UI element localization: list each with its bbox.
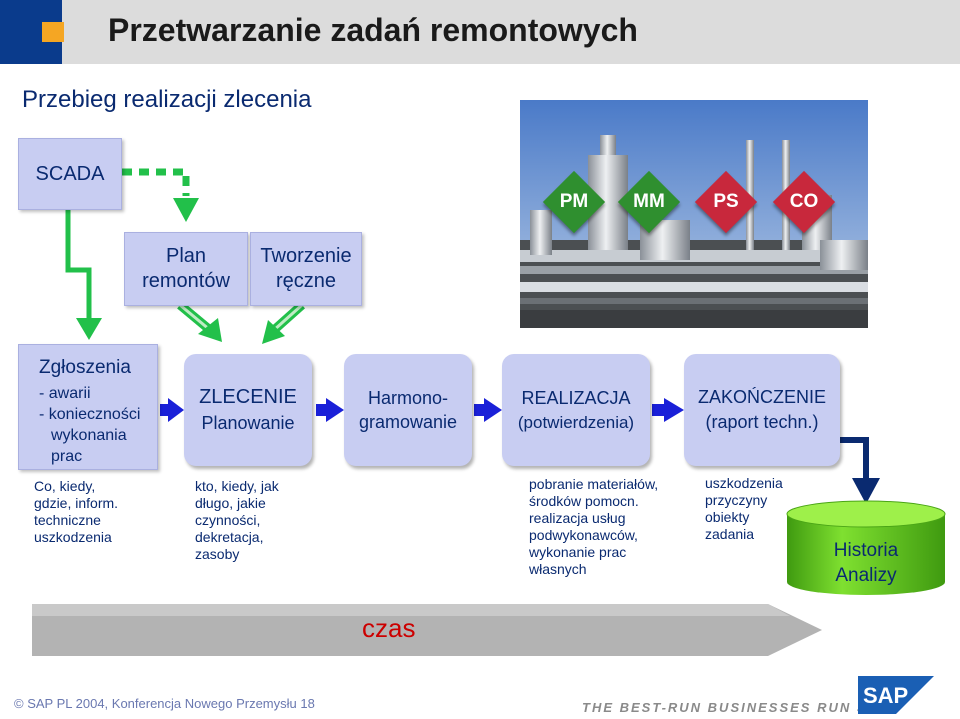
harmono-line-2: gramowanie [358, 411, 458, 432]
scada-arrowhead [76, 318, 102, 340]
zlecenie-sub: Planowanie [201, 413, 295, 433]
zlecenie-notes: kto, kiedy, jak długo, jakie czynności, … [195, 478, 279, 563]
diagram-subtitle: Przebieg realizacji zlecenia [22, 86, 312, 113]
note-line: realizacja usług [529, 510, 626, 526]
note-line: pobranie materiałów, [529, 476, 659, 492]
scada-box: SCADA [18, 138, 122, 210]
page-title: Przetwarzanie zadań remontowych [108, 12, 638, 48]
note-line: dekretacja, [195, 529, 264, 545]
note-line: długo, jakie [195, 495, 266, 511]
realizacja-sub: (potwierdzenia) [517, 412, 635, 432]
flow-arrow-1 [160, 398, 184, 422]
realizacja-title: REALIZACJA [521, 387, 631, 408]
zakonczenie-box: ZAKOŃCZENIE (raport techn.) [684, 354, 840, 466]
module-pm-label: PM [559, 191, 589, 212]
timeline-arrow [32, 604, 822, 656]
flow-arrow-3 [474, 398, 502, 422]
note-line: zasoby [195, 546, 240, 562]
plan-arrowhead [173, 198, 199, 222]
plan-line-1: Plan [165, 245, 207, 267]
historia-line-1: Historia [833, 540, 899, 561]
zlecenie-title: ZLECENIE [199, 386, 297, 408]
tworzenie-reczne-box: Tworzenie ręczne [250, 232, 362, 306]
note-line: zadania [705, 526, 755, 542]
note-line: podwykonawców, [529, 527, 638, 543]
timeline-label: czas [362, 613, 416, 643]
scada-to-plan-dashed-arrow [122, 168, 190, 196]
sap-logo-text: SAP [863, 683, 908, 708]
zakonczenie-title: ZAKOŃCZENIE [697, 387, 826, 407]
zlecenie-box: ZLECENIE Planowanie [184, 354, 312, 466]
footer-slogan: THE BEST-RUN BUSINESSES RUN SAP [582, 700, 890, 715]
historia-database: Historia Analizy [785, 500, 947, 598]
flow-arrow-4 [652, 398, 684, 422]
scada-to-zgloszenia-arrow [65, 210, 92, 318]
note-line: środków pomocn. [529, 493, 639, 509]
module-mm-label: MM [633, 191, 665, 212]
module-pm-icon: PM [542, 170, 606, 234]
tworzenie-line-2: ręczne [275, 270, 337, 292]
note-line: techniczne [34, 512, 101, 528]
module-mm-icon: MM [617, 170, 681, 234]
note-line: gdzie, inform. [34, 495, 119, 511]
realizacja-notes: pobranie materiałów, środków pomocn. rea… [529, 476, 658, 578]
plan-line-2: remontów [142, 270, 230, 292]
note-line: kto, kiedy, jak [195, 478, 279, 494]
flow-arrow-2 [316, 398, 344, 422]
zakonczenie-sub: (raport techn.) [705, 412, 819, 432]
harmono-line-1: Harmono- [367, 387, 449, 408]
note-line: wykonanie prac [529, 544, 627, 560]
footer-copyright: © SAP PL 2004, Konferencja Nowego Przemy… [14, 696, 315, 711]
note-line: Co, kiedy, [34, 478, 96, 494]
zgloszenia-title: Zgłoszenia [39, 357, 131, 378]
module-co-icon: CO [772, 170, 836, 234]
footer-text: SAP PL 2004, Konferencja Nowego Przemysł… [27, 696, 315, 711]
zgloszenia-box: Zgłoszenia - awarii - konieczności wykon… [18, 344, 158, 470]
zgloszenia-notes: Co, kiedy, gdzie, inform. techniczne usz… [34, 478, 118, 546]
title-bar [0, 0, 960, 64]
module-co-label: CO [789, 191, 819, 212]
scada-label: SCADA [35, 162, 105, 185]
note-line: uszkodzenia [34, 529, 112, 545]
module-ps-label: PS [713, 191, 739, 212]
plan-remontow-box: Plan remontów [124, 232, 248, 306]
historia-line-2: Analizy [835, 565, 897, 586]
note-line: obiekty [705, 509, 750, 525]
note-line: czynności, [195, 512, 261, 528]
sap-logo: SAP [858, 676, 934, 714]
copyright-icon: © [14, 696, 28, 711]
note-line: własnych [529, 561, 587, 577]
note-line: przyczyny [705, 492, 768, 508]
historia-label: Historia Analizy [785, 538, 947, 588]
module-ps-icon: PS [694, 170, 758, 234]
title-accent-orange [42, 22, 64, 42]
note-line: uszkodzenia [705, 475, 783, 491]
realizacja-box: REALIZACJA (potwierdzenia) [502, 354, 650, 466]
tworzenie-line-1: Tworzenie [260, 245, 352, 267]
zgloszenia-line-4: prac [51, 448, 83, 465]
harmonogramowanie-box: Harmono- gramowanie [344, 354, 472, 466]
zgloszenia-line-2: - konieczności [39, 406, 141, 423]
zgloszenia-line-1: - awarii [39, 385, 91, 402]
zgloszenia-line-3: wykonania [51, 427, 127, 444]
zakonczenie-notes: uszkodzenia przyczyny obiekty zadania [705, 475, 783, 543]
